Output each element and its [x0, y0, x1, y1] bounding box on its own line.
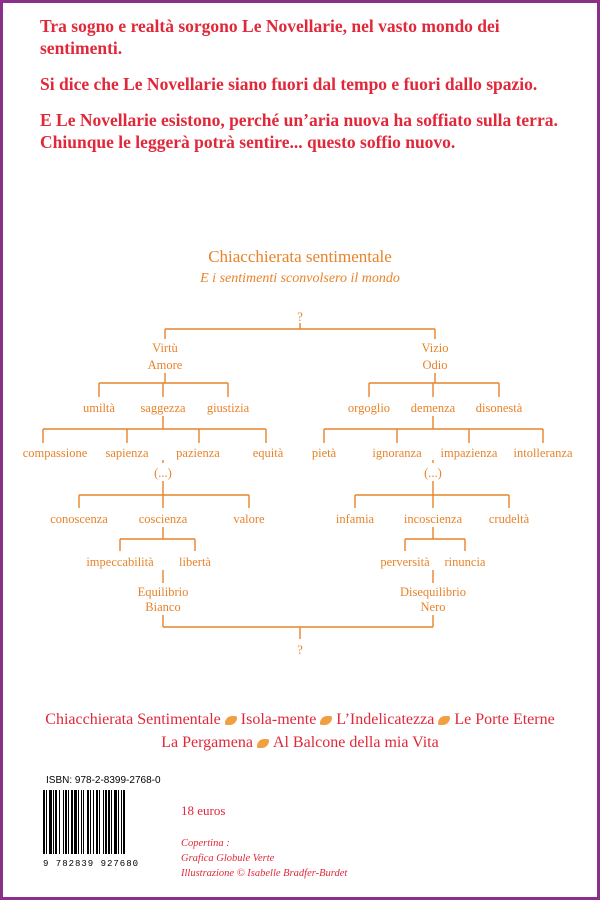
- left-l4-node: impeccabilità: [86, 555, 154, 569]
- right-l4-node: perversità: [380, 555, 430, 569]
- book-title: La Pergamena: [161, 734, 253, 751]
- book-title: Chiacchierata Sentimentale: [45, 711, 221, 728]
- left-ellipsis: (...): [154, 466, 172, 480]
- left-end-1: Equilibrio: [138, 585, 189, 599]
- tree-bottom-question: ?: [297, 643, 303, 657]
- left-l3-node: conoscenza: [50, 512, 108, 526]
- intro-paragraph-3: E Le Novellarie esistono, perché un’aria…: [40, 110, 558, 130]
- right-l4-node: rinuncia: [445, 555, 486, 569]
- tree-top-question: ?: [297, 310, 303, 324]
- left-l3-node: valore: [233, 512, 265, 526]
- left-l3-node: coscienza: [139, 512, 188, 526]
- credits: Copertina : Grafica Globule Verte Illust…: [181, 836, 347, 881]
- left-l2-node: pazienza: [176, 446, 220, 460]
- right-end-1: Disequilibrio: [400, 585, 466, 599]
- right-end-2: Nero: [421, 600, 446, 614]
- leaf-icon: [256, 738, 269, 748]
- left-l2-node: compassione: [23, 446, 88, 460]
- right-ellipsis: (...): [424, 466, 442, 480]
- right-l1-node: orgoglio: [348, 401, 390, 415]
- left-l1-node: umiltà: [83, 401, 115, 415]
- right-l2-node: impazienza: [441, 446, 498, 460]
- illustration-credit: Illustrazione © Isabelle Bradfer-Burdet: [181, 868, 348, 879]
- intro-paragraph-2: Si dice che Le Novellarie siano fuori da…: [40, 74, 538, 94]
- leaf-icon: [438, 715, 451, 725]
- tree-connectors: [42, 323, 544, 639]
- left-l4-node: libertà: [179, 555, 211, 569]
- right-l3-node: crudeltà: [489, 512, 530, 526]
- intro-text: Tra sogno e realtà sorgono Le Novellarie…: [40, 15, 580, 153]
- right-l2-node: intolleranza: [514, 446, 573, 460]
- book-title: Le Porte Eterne: [454, 711, 555, 728]
- isbn: ISBN: 978-2-8399-2768-0: [46, 775, 161, 786]
- right-l2-node: ignoranza: [372, 446, 422, 460]
- right-l2-node: pietà: [312, 446, 337, 460]
- book-title: Isola-mente: [240, 711, 317, 728]
- intro-paragraph-4: Chiunque le leggerà potrà sentire... que…: [40, 132, 456, 152]
- sentiment-tree: ? Virtù Amore Vizio Odio umiltà saggezza…: [23, 310, 573, 657]
- left-l1-node: saggezza: [140, 401, 186, 415]
- book-title: L’Indelicatezza: [336, 711, 435, 728]
- right-l3-node: infamia: [336, 512, 375, 526]
- left-root-2: Amore: [148, 358, 183, 372]
- book-list-row-1: Chiacchierata Sentimentale Isola-mente L’I…: [3, 711, 597, 729]
- right-root-2: Odio: [423, 358, 448, 372]
- intro-paragraph-1: Tra sogno e realtà sorgono Le Novellarie…: [40, 16, 500, 58]
- left-l2-node: sapienza: [105, 446, 148, 460]
- left-root-1: Virtù: [152, 341, 178, 355]
- right-root-1: Vizio: [421, 341, 448, 355]
- right-l1-node: demenza: [411, 401, 456, 415]
- left-l1-node: giustizia: [207, 401, 250, 415]
- left-end-2: Bianco: [145, 600, 180, 614]
- book-title: Al Balcone della mia Vita: [272, 734, 439, 751]
- right-l1-node: disonestà: [476, 401, 523, 415]
- cover-label: Copertina :: [181, 838, 230, 849]
- barcode-icon: [43, 790, 125, 854]
- right-l3-node: incoscienza: [404, 512, 463, 526]
- left-l2-node: equità: [253, 446, 284, 460]
- tree-subtitle: E i sentimenti sconvolsero il mondo: [200, 271, 400, 286]
- leaf-icon: [320, 715, 333, 725]
- book-list-row-2: La Pergamena Al Balcone della mia Vita: [3, 734, 597, 752]
- barcode-number: 9 782839 927680: [43, 859, 140, 869]
- cover-credit: Grafica Globule Verte: [181, 853, 275, 864]
- tree-title: Chiacchierata sentimentale: [208, 247, 392, 266]
- price: 18 euros: [181, 803, 226, 818]
- leaf-icon: [224, 715, 237, 725]
